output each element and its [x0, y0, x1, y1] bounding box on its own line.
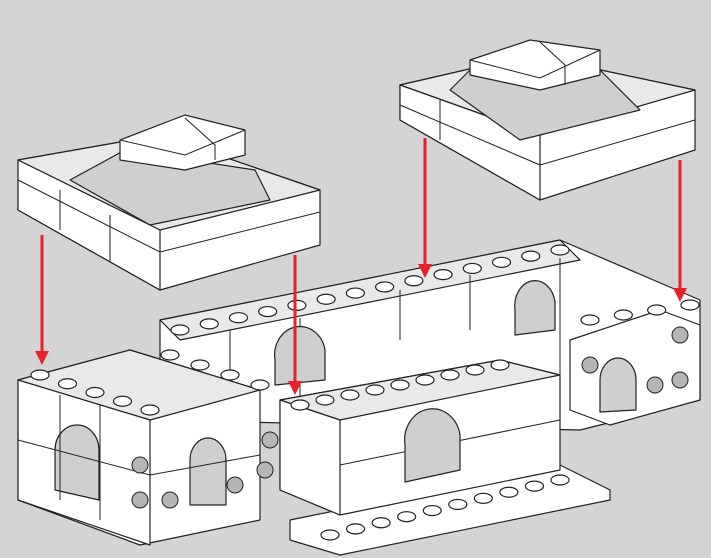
stud	[258, 305, 278, 318]
stud	[57, 378, 78, 390]
side-stud	[131, 491, 149, 509]
stud	[550, 244, 570, 256]
side-stud	[581, 356, 599, 374]
stud	[490, 359, 510, 371]
center-wall-side	[279, 399, 341, 516]
stud	[228, 312, 249, 324]
stud	[365, 384, 385, 396]
assembly-arrows	[35, 138, 687, 395]
right-roof-cap	[469, 39, 601, 91]
left-tower-arch-2	[189, 437, 227, 506]
stud	[440, 369, 460, 381]
arrow-3	[418, 138, 432, 278]
back-arch-2	[514, 280, 556, 336]
center-arch	[404, 408, 461, 483]
left-tower-arch	[54, 424, 100, 501]
stud	[340, 389, 360, 401]
arrow-head	[673, 288, 687, 302]
side-stud	[671, 371, 689, 389]
stud	[580, 314, 600, 326]
right-tower-arch	[599, 357, 637, 413]
stud	[190, 359, 210, 371]
stud	[170, 324, 190, 336]
arrow-4	[673, 160, 687, 302]
stud	[112, 395, 133, 407]
stud	[465, 364, 485, 376]
stud	[415, 374, 435, 386]
stud	[375, 281, 395, 293]
stud	[30, 369, 50, 381]
studs	[30, 244, 700, 541]
stud	[491, 256, 512, 268]
base-structure	[17, 239, 701, 556]
stud	[499, 486, 519, 498]
left-roof-slope	[69, 149, 271, 226]
left-roof-assembly	[17, 114, 321, 291]
stud	[320, 529, 340, 541]
stud	[433, 269, 453, 281]
right-roof-assembly	[399, 39, 696, 201]
arrow-head	[288, 381, 302, 395]
stud	[316, 293, 336, 305]
stud	[613, 309, 633, 321]
stud	[160, 349, 180, 361]
stud	[524, 480, 545, 492]
stud	[647, 304, 667, 316]
back-arch	[274, 325, 326, 386]
stud	[390, 379, 410, 391]
stud	[315, 394, 335, 406]
stud	[550, 474, 570, 486]
stud	[521, 250, 541, 262]
stud	[290, 399, 310, 411]
side-stud	[261, 431, 279, 449]
stud	[404, 275, 424, 287]
left-roof-cap	[119, 114, 246, 171]
stud	[250, 379, 270, 391]
left-roof-frame-side	[17, 159, 161, 291]
side-stud	[161, 491, 179, 509]
side-stud	[226, 476, 244, 494]
arrow-2	[288, 255, 302, 395]
stud	[140, 404, 160, 416]
side-stud	[131, 456, 149, 474]
stud	[345, 523, 366, 535]
stud	[220, 369, 240, 381]
arrow-head	[35, 351, 49, 365]
stud	[397, 511, 417, 523]
stud	[345, 287, 365, 299]
side-stud	[646, 376, 664, 394]
stud	[287, 299, 307, 311]
stud	[473, 492, 493, 504]
arrow-1	[35, 235, 49, 365]
stud	[199, 318, 219, 330]
stud	[85, 386, 105, 399]
stud	[680, 299, 700, 311]
stud	[448, 498, 468, 511]
stud	[462, 262, 482, 275]
arrow-head	[418, 264, 432, 278]
stud	[371, 517, 391, 529]
side-stud	[671, 326, 689, 344]
stud	[422, 504, 442, 517]
side-stud	[256, 461, 274, 479]
